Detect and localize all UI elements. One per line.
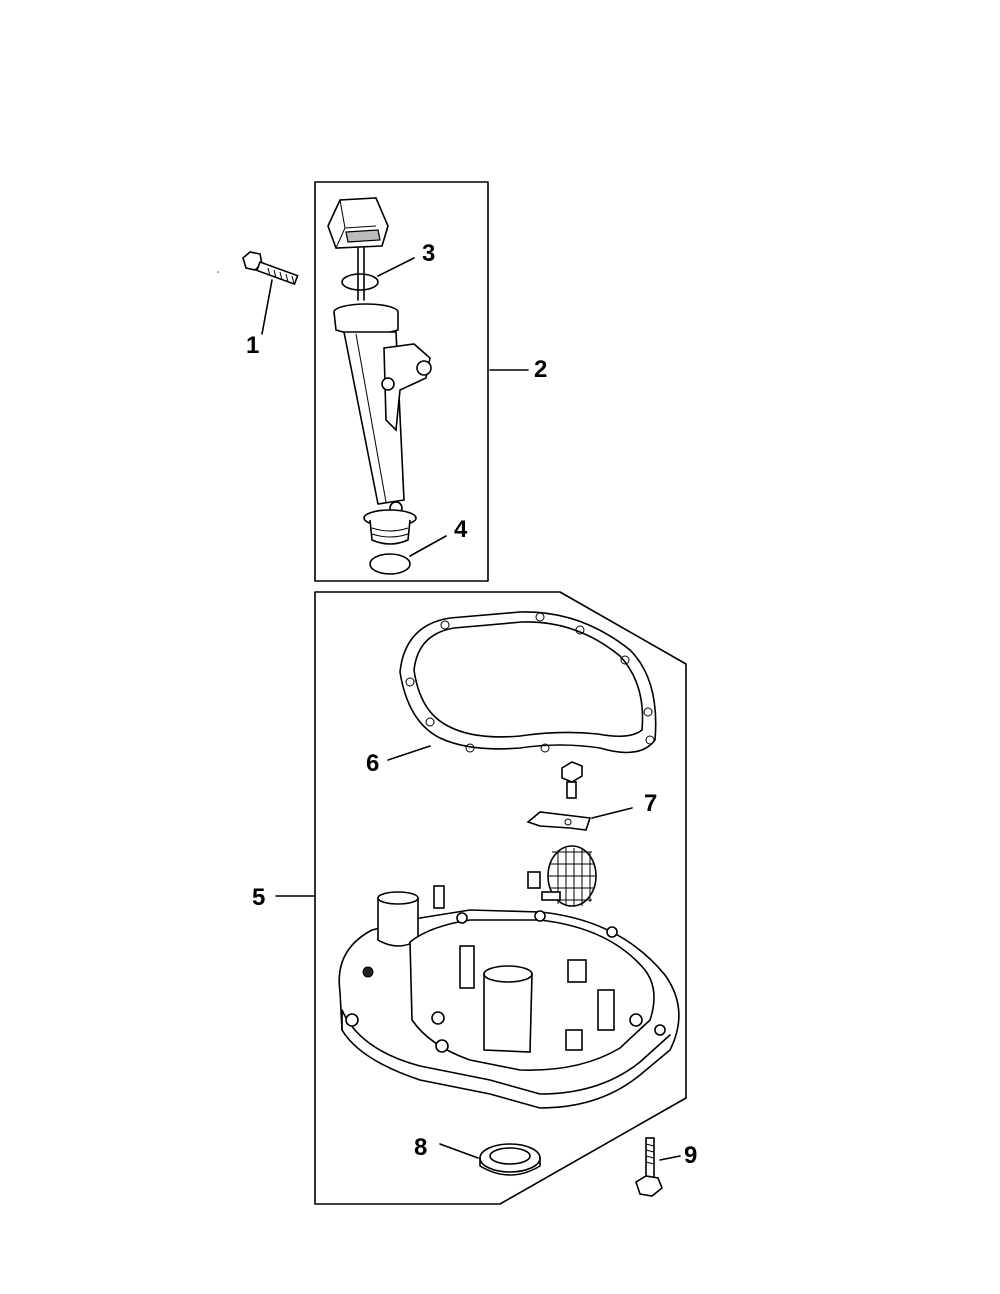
callout-6: 6 (366, 750, 380, 777)
leader-line-7 (591, 807, 633, 819)
callout-5: 5 (252, 884, 266, 911)
governor-gear[interactable] (433, 845, 597, 909)
callout-4: 4 (454, 516, 468, 543)
leader-line-3 (377, 257, 415, 277)
leader-line-6 (387, 745, 431, 761)
leader-line-9 (659, 1155, 681, 1161)
governor-screw-part-7[interactable] (526, 761, 592, 831)
stray-mark (217, 271, 219, 273)
callout-3: 3 (422, 240, 436, 267)
callout-7: 7 (644, 790, 658, 817)
callout-8: 8 (414, 1134, 428, 1161)
callout-1: 1 (246, 332, 260, 359)
leader-line-8 (439, 1143, 479, 1159)
crankcase-cover-part-5[interactable] (338, 891, 680, 1109)
group-frame-5 (314, 591, 687, 1205)
bolt-part-1[interactable] (242, 251, 299, 286)
cover-bolt-part-9[interactable] (635, 1137, 663, 1197)
leader-line-4 (409, 535, 447, 557)
callout-9: 9 (684, 1142, 698, 1169)
leader-line-1 (261, 279, 273, 335)
group-frame-2 (314, 181, 489, 582)
oil-fill-tube-part-2[interactable] (327, 197, 432, 545)
o-ring-part-4[interactable] (369, 553, 411, 575)
gasket-part-6[interactable] (399, 611, 657, 754)
callout-2: 2 (534, 356, 548, 383)
o-ring-part-3[interactable] (341, 273, 379, 291)
oil-seal-part-8[interactable] (479, 1143, 541, 1176)
